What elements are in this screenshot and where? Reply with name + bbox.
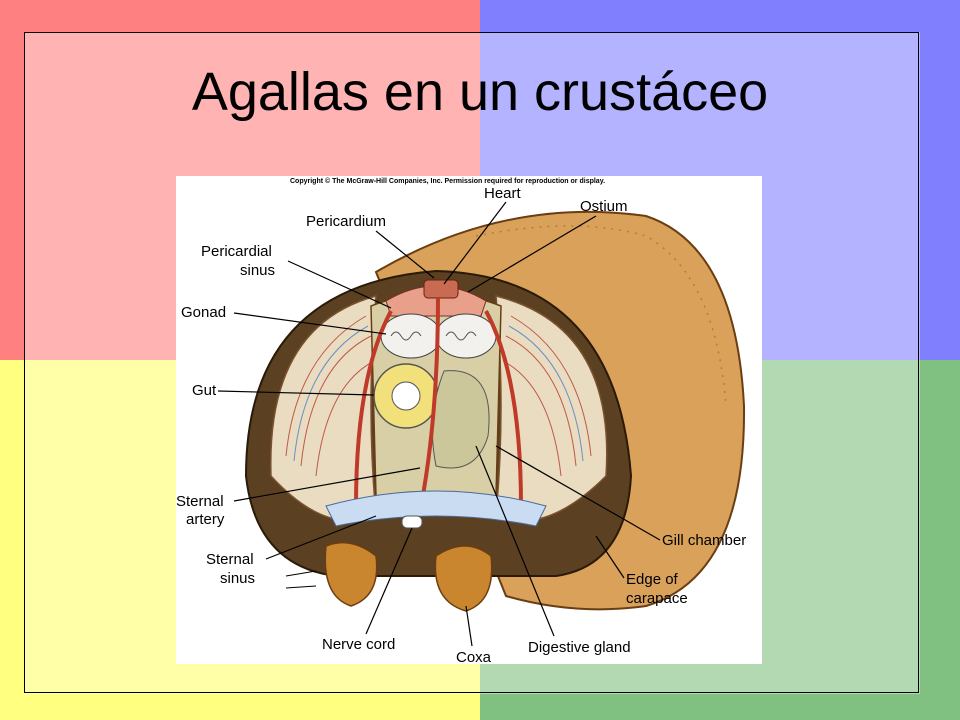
leader-gonad — [233, 312, 387, 335]
label-nerve-cord: Nerve cord — [322, 636, 395, 653]
heart-shape — [423, 279, 459, 299]
crustacean-gill-diagram: Copyright © The McGraw-Hill Companies, I… — [176, 176, 762, 664]
leader-gut — [217, 390, 375, 396]
label-edge-2: carapace — [626, 590, 688, 607]
copyright-notice: Copyright © The McGraw-Hill Companies, I… — [290, 177, 605, 185]
diagram-svg: Copyright © The McGraw-Hill Companies, I… — [176, 177, 746, 664]
nerve-cord-shape — [401, 515, 423, 529]
label-sternal-artery-1: Sternal — [176, 493, 224, 510]
leader-ostium — [467, 215, 597, 293]
label-pericardial-1: Pericardial — [201, 243, 272, 260]
label-pericardial-2: sinus — [240, 262, 275, 279]
gill-vessels — [293, 325, 584, 462]
slide-frame — [24, 32, 919, 693]
label-sternal-artery-2: artery — [186, 511, 225, 528]
label-gonad: Gonad — [181, 304, 226, 321]
leader-digestive-gland — [475, 445, 555, 637]
carapace-texture — [475, 225, 727, 407]
leader-coxa — [465, 605, 473, 647]
leader-pericardium — [375, 230, 435, 279]
coxa-right — [434, 545, 493, 612]
label-sternal-sinus-1: Sternal — [206, 551, 254, 568]
label-digestive-gland: Digestive gland — [528, 639, 631, 656]
leader-pericardial — [287, 260, 392, 309]
leader-edge — [595, 535, 625, 579]
label-gut: Gut — [192, 382, 217, 399]
label-ostium: Ostium — [580, 198, 628, 215]
label-pericardium: Pericardium — [306, 213, 386, 230]
leader-sternal-sinus — [265, 515, 377, 560]
gill-filaments — [285, 315, 592, 477]
leader-sternal-artery — [233, 467, 421, 502]
label-gill-chamber: Gill chamber — [662, 532, 746, 549]
sternal-sinus-shape — [325, 490, 547, 527]
leader-heart — [443, 201, 507, 285]
leader-nerve-cord — [365, 527, 413, 635]
sternal-artery-vessel — [419, 297, 440, 507]
label-coxa: Coxa — [456, 649, 492, 664]
label-heart: Heart — [484, 185, 522, 202]
slide-title: Agallas en un crustáceo — [191, 62, 769, 122]
leader-gill-chamber — [495, 445, 661, 541]
label-sternal-sinus-2: sinus — [220, 570, 255, 587]
coxa-left — [324, 541, 378, 607]
label-edge-1: Edge of — [626, 571, 679, 588]
